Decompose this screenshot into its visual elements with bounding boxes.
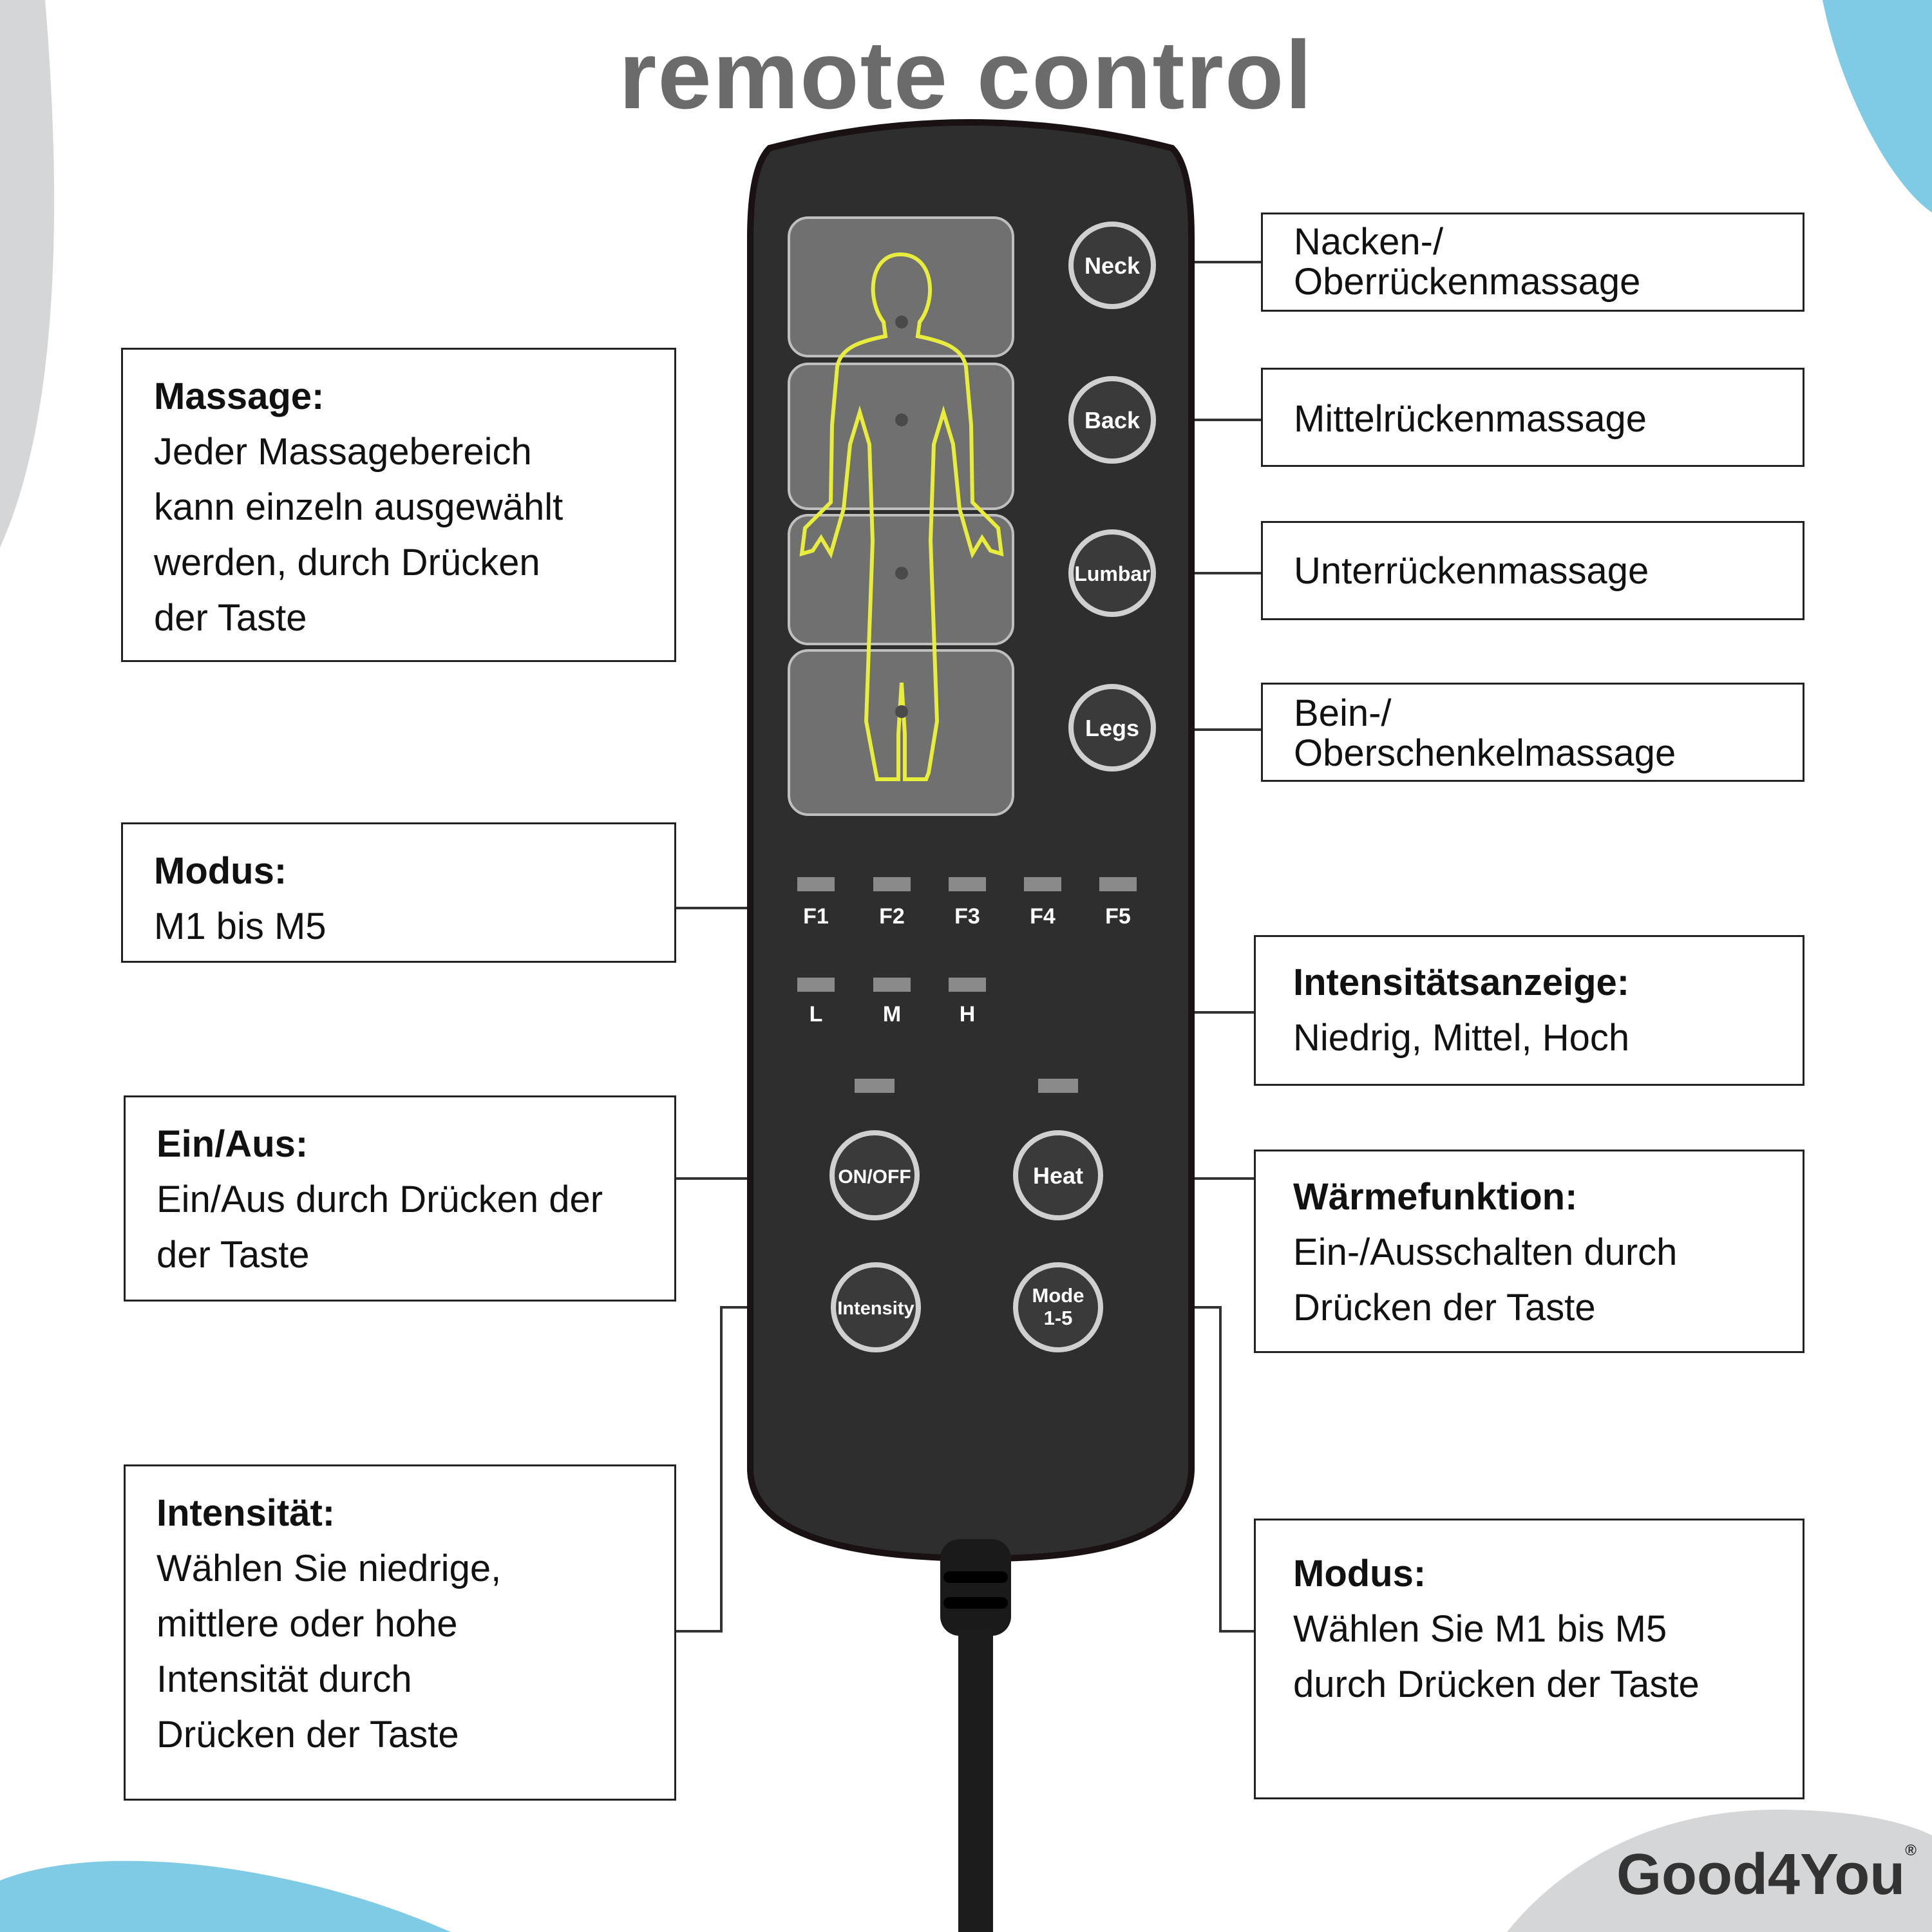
callout-line: Intensität durch [156,1658,412,1700]
callout-legs: Bein-/ Oberschenkelmassage [1261,683,1804,782]
callout-line: Ein/Aus durch Drücken der [156,1179,603,1220]
intensity-button-label: Intensity [837,1298,914,1319]
blue-corner-blob-top [1823,0,1932,213]
led-label-f5: F5 [1105,904,1131,929]
callout-line: der Taste [154,597,307,639]
callout-neck: Nacken-/ Oberrückenmassage [1261,213,1804,312]
cable-strain-relief [940,1539,1011,1636]
brand-logo-text: Good4You [1616,1842,1906,1907]
led-label-f1: F1 [803,904,829,929]
callout-intensity-indicator: Intensitätsanzeige: Niedrig, Mittel, Hoc… [1254,935,1804,1086]
callout-heading: Wärmefunktion: [1293,1176,1578,1218]
callout-line: Drücken der Taste [1293,1287,1596,1329]
neck-button[interactable]: Neck [1068,222,1156,309]
callout-line: Niedrig, Mittel, Hoch [1293,1017,1630,1059]
callout-line: Oberrückenmassage [1294,261,1641,303]
callout-line: Wählen Sie niedrige, [156,1548,502,1589]
callout-back: Mittelrückenmassage [1261,368,1804,467]
mode-leds: F1 F2 F3 F4 F5 [797,877,1137,929]
callout-heading: Modus: [1293,1553,1426,1595]
power-led [855,1079,895,1093]
mode-button[interactable]: Mode 1-5 [1013,1262,1103,1352]
callout-heading: Ein/Aus: [156,1123,308,1165]
lumbar-button[interactable]: Lumbar [1068,529,1156,617]
callout-massage: Massage: Jeder Massagebereich kann einze… [121,348,676,662]
gray-corner-blob-bottom [1507,1810,1932,1932]
on-off-button[interactable]: ON/OFF [829,1130,920,1220]
callout-lumbar: Unterrückenmassage [1261,521,1804,620]
callout-line: Unterrückenmassage [1294,550,1649,592]
led-label-f3: F3 [954,904,980,929]
callout-heading: Intensität: [156,1492,336,1534]
callout-heading: Intensitätsanzeige: [1293,961,1630,1003]
heat-button-label: Heat [1033,1162,1083,1189]
brand-logo: Good4You® [1616,1842,1917,1908]
led-label-h: H [960,1002,976,1027]
on-off-button-label: ON/OFF [838,1166,911,1188]
zone-dots [895,316,908,718]
callout-line: Ein-/Ausschalten durch [1293,1231,1678,1273]
remote-control: Neck Back Lumbar Legs F1 F2 F3 F4 F5 [747,119,1195,1932]
back-button-label: Back [1084,407,1141,433]
callout-heat: Wärmefunktion: Ein-/Ausschalten durch Dr… [1254,1150,1804,1353]
led-label-f2: F2 [879,904,905,929]
mode-button-label-line1: Mode [1032,1284,1084,1307]
blue-corner-blob-bottom [0,1861,451,1932]
callout-line: Bein-/ [1294,692,1392,734]
back-button[interactable]: Back [1068,376,1156,464]
mode-button-label-line2: 1-5 [1044,1307,1073,1329]
callout-power: Ein/Aus: Ein/Aus durch Drücken der der T… [124,1095,676,1302]
callout-line: der Taste [156,1234,310,1276]
legs-button[interactable]: Legs [1068,684,1156,772]
registered-mark: ® [1905,1842,1917,1859]
callout-line: mittlere oder hohe [156,1603,458,1645]
led-label-m: M [883,1002,901,1027]
callout-line: Mittelrückenmassage [1294,398,1647,440]
heat-button[interactable]: Heat [1013,1130,1103,1220]
neck-button-label: Neck [1084,252,1141,279]
intensity-leds: L M H [797,978,986,1027]
led-label-f4: F4 [1030,904,1056,929]
intensity-button[interactable]: Intensity [831,1262,921,1352]
callout-line: M1 bis M5 [154,905,327,947]
led-label-l: L [810,1002,823,1027]
callout-heading: Massage: [154,375,325,417]
callout-line: durch Drücken der Taste [1293,1663,1700,1705]
callout-line: Jeder Massagebereich [154,431,532,473]
callout-line: Drücken der Taste [156,1714,459,1756]
cable [958,1629,993,1932]
callout-line: werden, durch Drücken [154,542,540,583]
callout-line: Oberschenkelmassage [1294,732,1676,774]
heat-led [1038,1079,1078,1093]
callout-line: kann einzeln ausgewählt [154,486,564,528]
callout-line: Nacken-/ [1294,221,1444,263]
page-title: remote control [618,21,1314,129]
lumbar-button-label: Lumbar [1074,562,1150,585]
callout-mode-summary: Modus: M1 bis M5 [121,822,676,963]
callout-heading: Modus: [154,850,287,892]
human-figure-outline [799,252,1004,781]
callout-line: Wählen Sie M1 bis M5 [1293,1608,1667,1650]
legs-button-label: Legs [1085,715,1139,741]
callout-intensity: Intensität: Wählen Sie niedrige, mittler… [124,1464,676,1801]
callout-mode-select: Modus: Wählen Sie M1 bis M5 durch Drücke… [1254,1519,1804,1799]
body-zone-panel [788,216,1014,816]
gray-corner-blob [0,0,55,547]
